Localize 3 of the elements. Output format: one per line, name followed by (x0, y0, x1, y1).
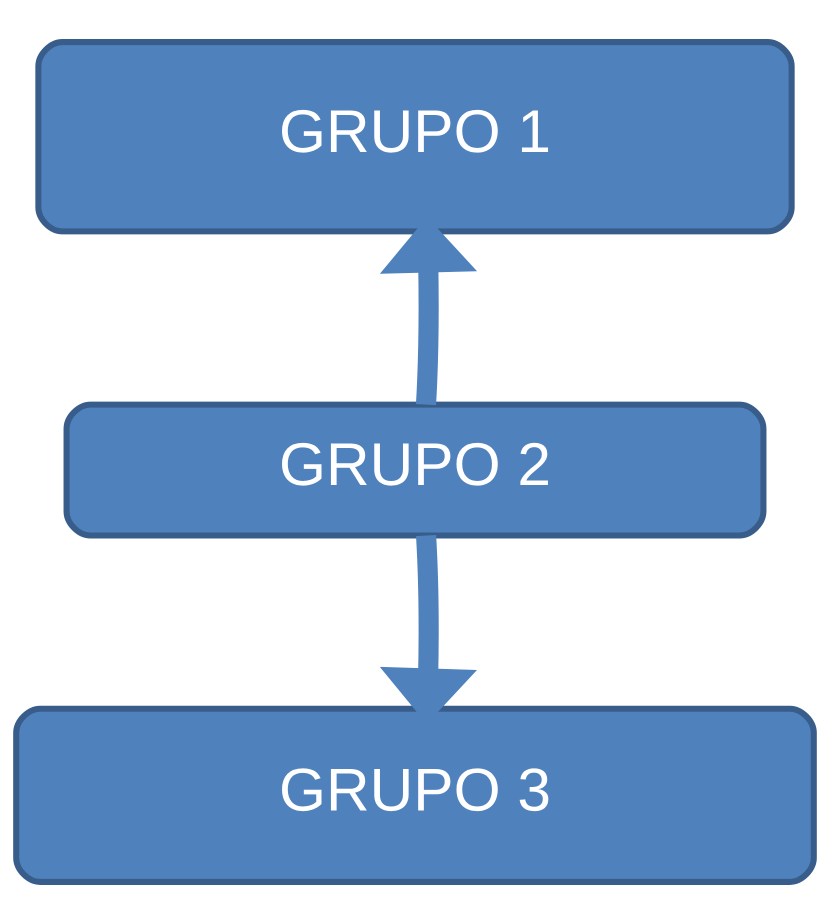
node-box: GRUPO 2 (64, 401, 766, 538)
node-box: GRUPO 1 (35, 38, 795, 234)
node-box: GRUPO 3 (13, 705, 817, 884)
